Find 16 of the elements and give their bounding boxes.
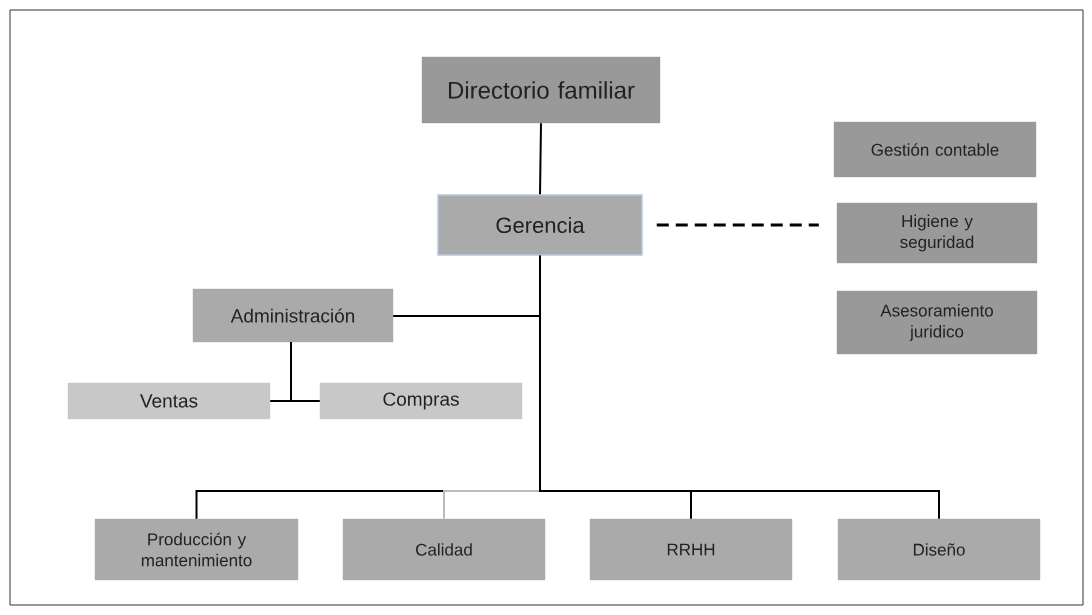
connector-line bbox=[539, 254, 940, 520]
org-box: Asesoramiento juridico bbox=[836, 290, 1038, 355]
org-box: Producción y mantenimiento bbox=[94, 518, 299, 581]
org-box: Gestión contable bbox=[833, 121, 1037, 178]
org-box: RRHH bbox=[589, 518, 793, 581]
connector-line bbox=[290, 341, 321, 402]
org-box: Directorio familiar bbox=[421, 56, 661, 124]
org-box: Diseño bbox=[837, 518, 1041, 581]
org-box: Gerencia bbox=[437, 194, 643, 256]
connector-line bbox=[539, 122, 542, 196]
org-box: Calidad bbox=[342, 518, 546, 581]
dashed-connector bbox=[656, 223, 819, 227]
org-box: Administración bbox=[192, 288, 394, 343]
org-box: Higiene y seguridad bbox=[836, 202, 1038, 264]
org-box: Compras bbox=[319, 382, 523, 420]
org-box: Ventas bbox=[67, 382, 271, 420]
